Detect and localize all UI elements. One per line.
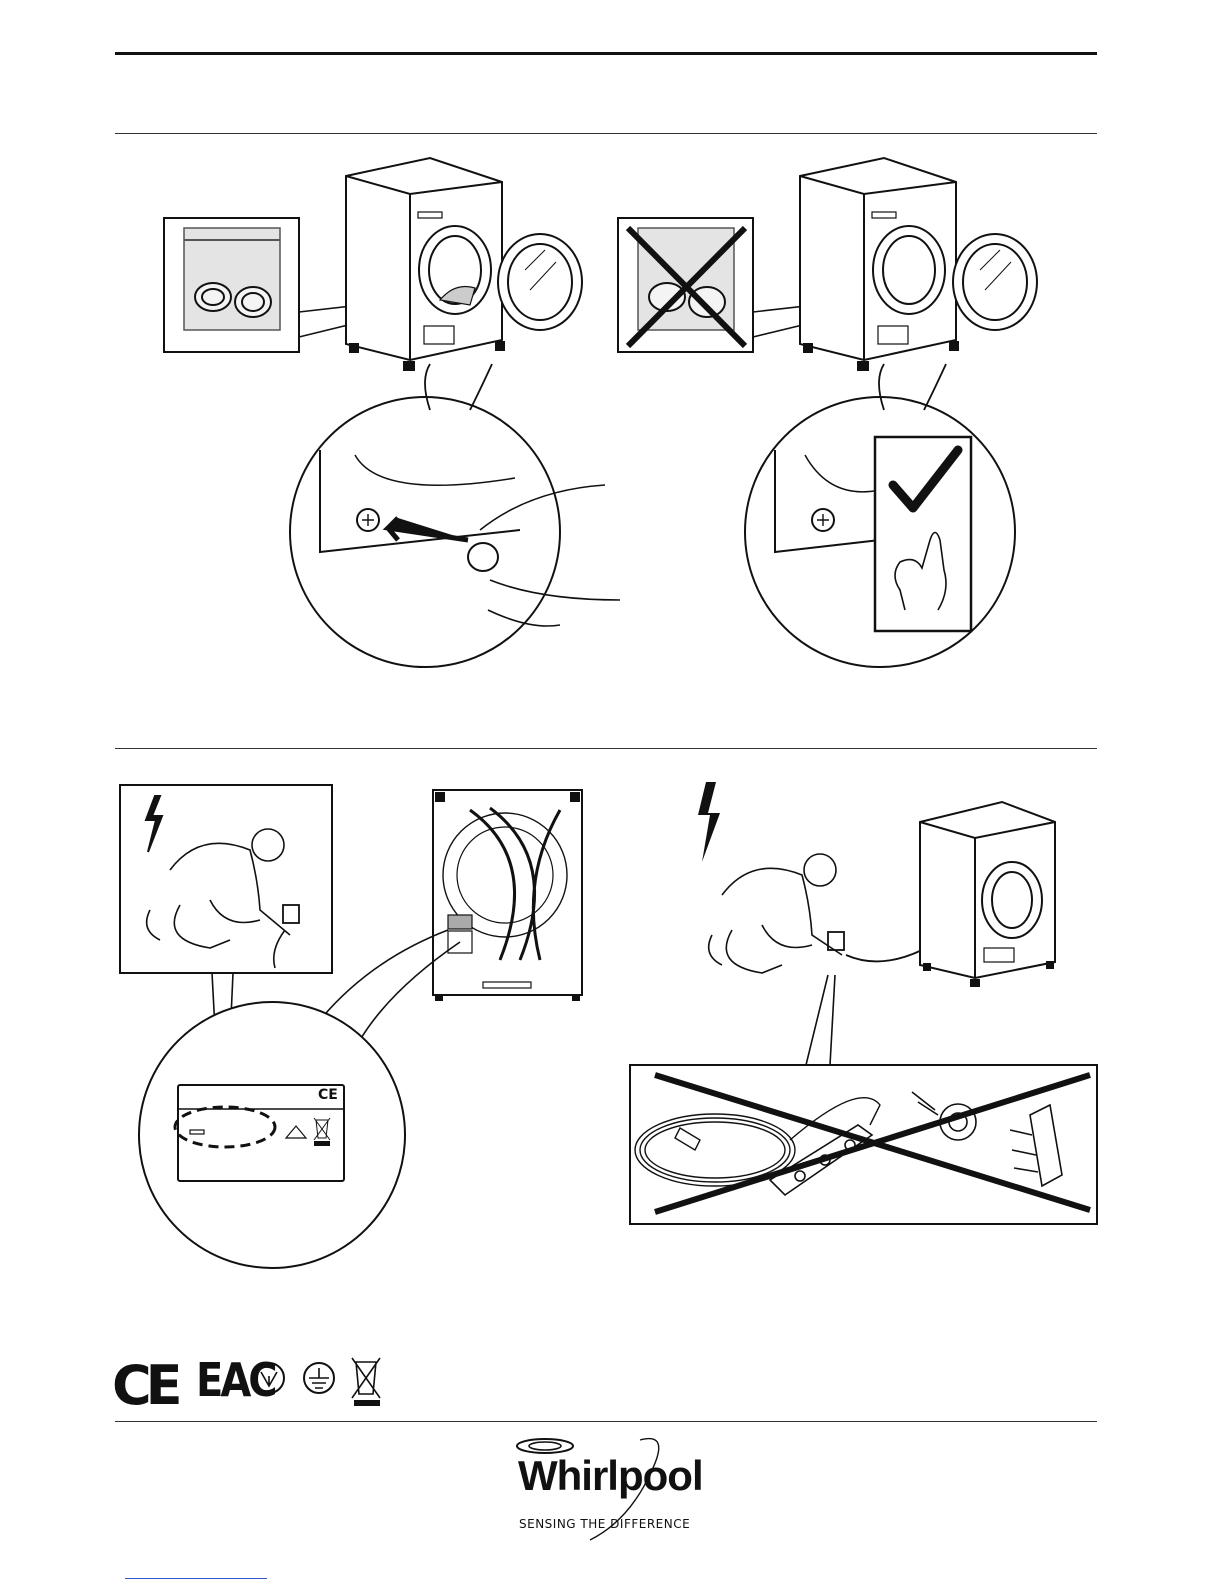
socket-icon-right (828, 932, 844, 950)
washing-machine-right (800, 158, 1037, 370)
machine-back (433, 790, 582, 1000)
extension-cord-icon (635, 1098, 880, 1186)
eac-mark: EAC (196, 1355, 275, 1408)
zoom-circle-right (745, 397, 1015, 667)
label-ce-mark: CE (318, 1087, 338, 1103)
accessories-panel (630, 1065, 1097, 1224)
brand-name: Whirlpool (518, 1452, 703, 1500)
brand-logo: Whirlpool SENSING THE DIFFERENCE (500, 1432, 730, 1572)
lightning-icon (146, 796, 162, 852)
ground-symbol-icon (304, 1363, 334, 1393)
section-1-illustrations (0, 0, 1224, 760)
washing-machine-side (920, 802, 1055, 986)
person-panel-left (120, 785, 332, 973)
ce-mark: CE (112, 1354, 177, 1417)
weee-bin-large-icon (352, 1358, 380, 1398)
person-plugging-right (709, 854, 922, 973)
adapter-icon (912, 1092, 1062, 1186)
power-strip-icon (770, 1125, 872, 1195)
rating-label-circle (139, 1002, 405, 1268)
footer-link-underline[interactable] (125, 1578, 267, 1579)
weee-bin-icon (314, 1118, 330, 1140)
bag-panel-left (164, 218, 299, 352)
bag-panel-right (618, 218, 753, 352)
lightning-icon-right (698, 782, 720, 862)
zoom-circle-left (290, 397, 620, 667)
person-plugging-icon (147, 829, 290, 948)
washing-machine-left (346, 158, 582, 370)
cross-icon-2 (655, 1075, 1090, 1212)
socket-icon (283, 905, 299, 923)
brand-tagline: SENSING THE DIFFERENCE (519, 1517, 690, 1531)
section-rule-3 (115, 1421, 1097, 1422)
